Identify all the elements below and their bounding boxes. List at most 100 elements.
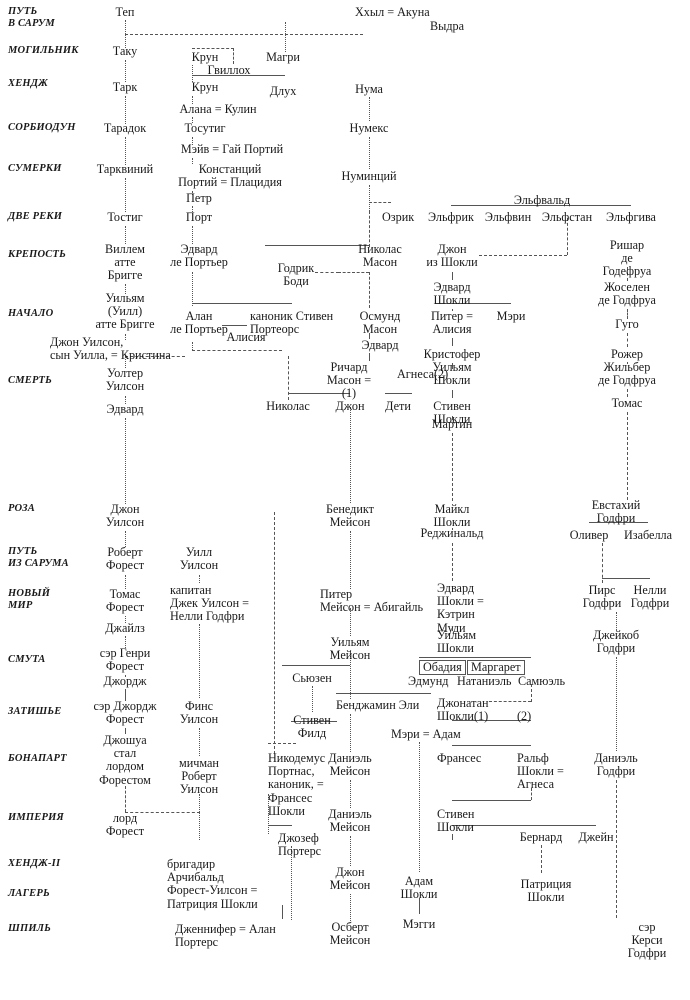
connector-vertical [192, 137, 193, 145]
n-uill-uilson: Уилл Уилсон [179, 545, 219, 573]
n-dzhon-2: Джон [335, 399, 365, 413]
connector-horizontal [282, 665, 350, 666]
n-alisiya-2: Алисия [226, 330, 266, 344]
connector-vertical [350, 407, 351, 503]
era-hendzh: ХЕНДЖ [8, 78, 48, 89]
connector-vertical [125, 226, 126, 244]
connector-vertical [541, 845, 542, 873]
connector-vertical [616, 657, 617, 751]
n-martin: Мартин [431, 417, 473, 431]
n-gugo: Гуго [615, 317, 639, 331]
n-robert-forest: Роберт Форест [105, 545, 145, 573]
connector-vertical [125, 356, 126, 368]
n-ser-genri: сэр Генри Форест [99, 646, 151, 674]
connector-vertical [125, 137, 126, 165]
n-osmund-mason: Осмунд Масон [359, 309, 401, 337]
n-alan-le-port: Алан ле Портьер [170, 309, 228, 337]
n-fins-uilson: Финс Уилсон [179, 699, 219, 727]
connector-vertical [627, 267, 628, 281]
n-zhoselen: Жоселен де Годфруа [598, 280, 656, 308]
era-hendzh-2: ХЕНДЖ-II [8, 858, 61, 869]
n-shokli-2: (2) [517, 709, 532, 723]
n-kristofer: Кристофер [423, 347, 481, 361]
n-villem: Виллем атте Бригге [105, 242, 145, 283]
n-dzhennifer: Дженнифер = Алан Портерс [175, 922, 276, 950]
n-tomas-forest: Томас Форест [105, 587, 145, 615]
connector-vertical [369, 353, 370, 361]
connector-vertical [199, 794, 200, 840]
connector-horizontal [222, 325, 247, 326]
connector-horizontal [125, 812, 200, 813]
connector-horizontal [288, 393, 350, 394]
era-put-v-sarum: ПУТЬ В САРУМ [8, 6, 55, 29]
connector-vertical [452, 543, 453, 581]
n-uilyam-meison: Уильям Мейсон [329, 635, 371, 663]
connector-vertical [369, 272, 370, 308]
n-margaret: Маргарет [467, 660, 525, 675]
era-roza: РОЗА [8, 503, 36, 514]
connector-vertical [567, 218, 568, 255]
connector-vertical [192, 65, 193, 82]
connector-vertical [452, 338, 453, 346]
connector-vertical [627, 389, 628, 397]
connector-horizontal [541, 825, 596, 826]
n-samuel: Самюэль [518, 674, 566, 688]
connector-horizontal [452, 745, 531, 746]
connector-vertical [531, 788, 532, 800]
n-zhilber: Жильбер де Годфруа [598, 360, 656, 388]
connector-horizontal [452, 800, 531, 801]
connector-vertical [192, 96, 193, 104]
connector-vertical [125, 396, 126, 404]
n-bernard: Бернард [519, 830, 563, 844]
connector-horizontal [192, 75, 285, 76]
n-magri: Магри [266, 50, 300, 64]
connector-vertical [199, 728, 200, 756]
connector-vertical [233, 48, 234, 64]
n-agnesa-2: Агнеса(2) [397, 367, 449, 381]
n-elfvin: Эльфвин [484, 210, 532, 224]
connector-vertical [125, 178, 126, 212]
n-pirs-godfri: Пирс Годфри [582, 583, 622, 611]
n-dzhejkob: Джейкоб Годфри [592, 628, 640, 656]
n-syuzen: Сьюзен [292, 671, 332, 685]
n-kapitan-dzhek: капитан Джек Уилсон = Нелли Годфри [170, 583, 250, 624]
n-krun-1: Крун [191, 50, 219, 64]
era-lager: ЛАГЕРЬ [8, 888, 50, 899]
connector-vertical [531, 684, 532, 702]
n-benedikt: Бенедикт Мейсон [326, 502, 374, 530]
connector-vertical [369, 137, 370, 169]
connector-horizontal [479, 255, 567, 256]
n-uilyam-shokli2: Уильям Шокли [437, 628, 477, 656]
connector-horizontal [419, 657, 531, 658]
n-dzhon-uilson: Джон Уилсон, сын Уилла, = Кристина [50, 335, 171, 363]
connector-vertical [282, 905, 283, 919]
n-port: Порт [185, 210, 213, 224]
n-stiven-shokli: Стивен Шокли [433, 399, 471, 427]
n-nikolas-2: Николас [266, 399, 310, 413]
n-nikolas-mason: Николас Масон [358, 242, 402, 270]
era-put-iz-saruma: ПУТЬ ИЗ САРУМА [8, 546, 69, 569]
n-dzhajlz: Джайлз [105, 621, 145, 635]
n-dzhonatan: Джонатан Шокли(1) [437, 696, 489, 724]
era-sorbioduн: СОРБИОДУН [8, 122, 76, 133]
n-numa: Нума [355, 82, 383, 96]
connector-vertical [350, 894, 351, 921]
connector-vertical [291, 846, 292, 920]
connector-vertical [274, 512, 275, 754]
connector-vertical [616, 612, 617, 630]
n-uilyam-brigge: Уильям (Уилл) атте Бригге [95, 291, 155, 332]
connector-vertical [285, 22, 286, 52]
connector-vertical [192, 158, 193, 164]
n-dzhon-shokli: Джон из Шокли [426, 242, 478, 270]
n-alana-kulin: Алана = Кулин [179, 102, 257, 116]
connector-vertical [350, 608, 351, 636]
n-petr: Петр [186, 191, 212, 205]
connector-vertical [452, 416, 453, 420]
n-krun-2: Крун [191, 80, 219, 94]
connector-vertical [616, 780, 617, 918]
n-lord-forest: лорд Форест [105, 811, 145, 839]
connector-vertical [369, 333, 370, 339]
connector-horizontal [265, 245, 370, 246]
connector-vertical [125, 786, 126, 812]
